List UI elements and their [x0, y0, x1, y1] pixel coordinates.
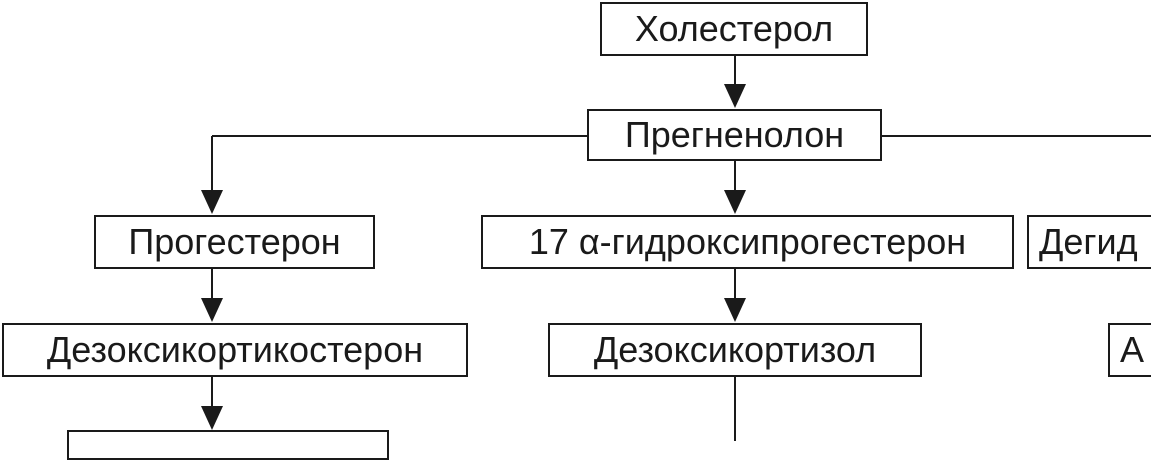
arrow-pregnenolone-to-hydroxyprogesterone	[724, 160, 746, 214]
pathway-connectors	[201, 56, 1151, 441]
arrow-cholesterol-to-pregnenolone	[724, 56, 746, 108]
node-deoxycorticosterone: Дезоксикортикостерон	[2, 323, 468, 377]
node-deoxycorticosterone-label: Дезоксикортикостерон	[46, 329, 424, 370]
arrow-hydroxyprogesterone-to-deoxycortisol	[724, 268, 746, 322]
node-dehydro-partial: Дегид	[1027, 215, 1151, 269]
node-a-partial-label: А	[1120, 329, 1145, 370]
arrow-deoxycorticosterone-to-next	[201, 376, 223, 430]
node-a-partial: А	[1108, 323, 1151, 377]
node-17-alpha-hydroxyprogesterone: 17 α-гидроксипрогестерон	[481, 215, 1014, 269]
node-dehydro-partial-label: Дегид	[1039, 221, 1138, 262]
connector-pregnenolone-left	[201, 135, 587, 214]
node-deoxycortisol-label: Дезоксикортизол	[593, 329, 877, 370]
node-deoxycortisol: Дезоксикортизол	[548, 323, 922, 377]
node-cholesterol: Холестерол	[600, 2, 868, 56]
node-progesterone-label: Прогестерон	[128, 221, 341, 262]
node-progesterone: Прогестерон	[94, 215, 375, 269]
arrow-progesterone-to-deoxycorticosterone	[201, 268, 223, 322]
node-pregnenolone-label: Прегненолон	[624, 114, 845, 155]
node-cholesterol-label: Холестерол	[634, 8, 834, 49]
node-bottom-partial	[67, 430, 389, 460]
node-17-alpha-hydroxyprogesterone-label: 17 α-гидроксипрогестерон	[528, 221, 967, 262]
node-pregnenolone: Прегненолон	[587, 109, 882, 161]
